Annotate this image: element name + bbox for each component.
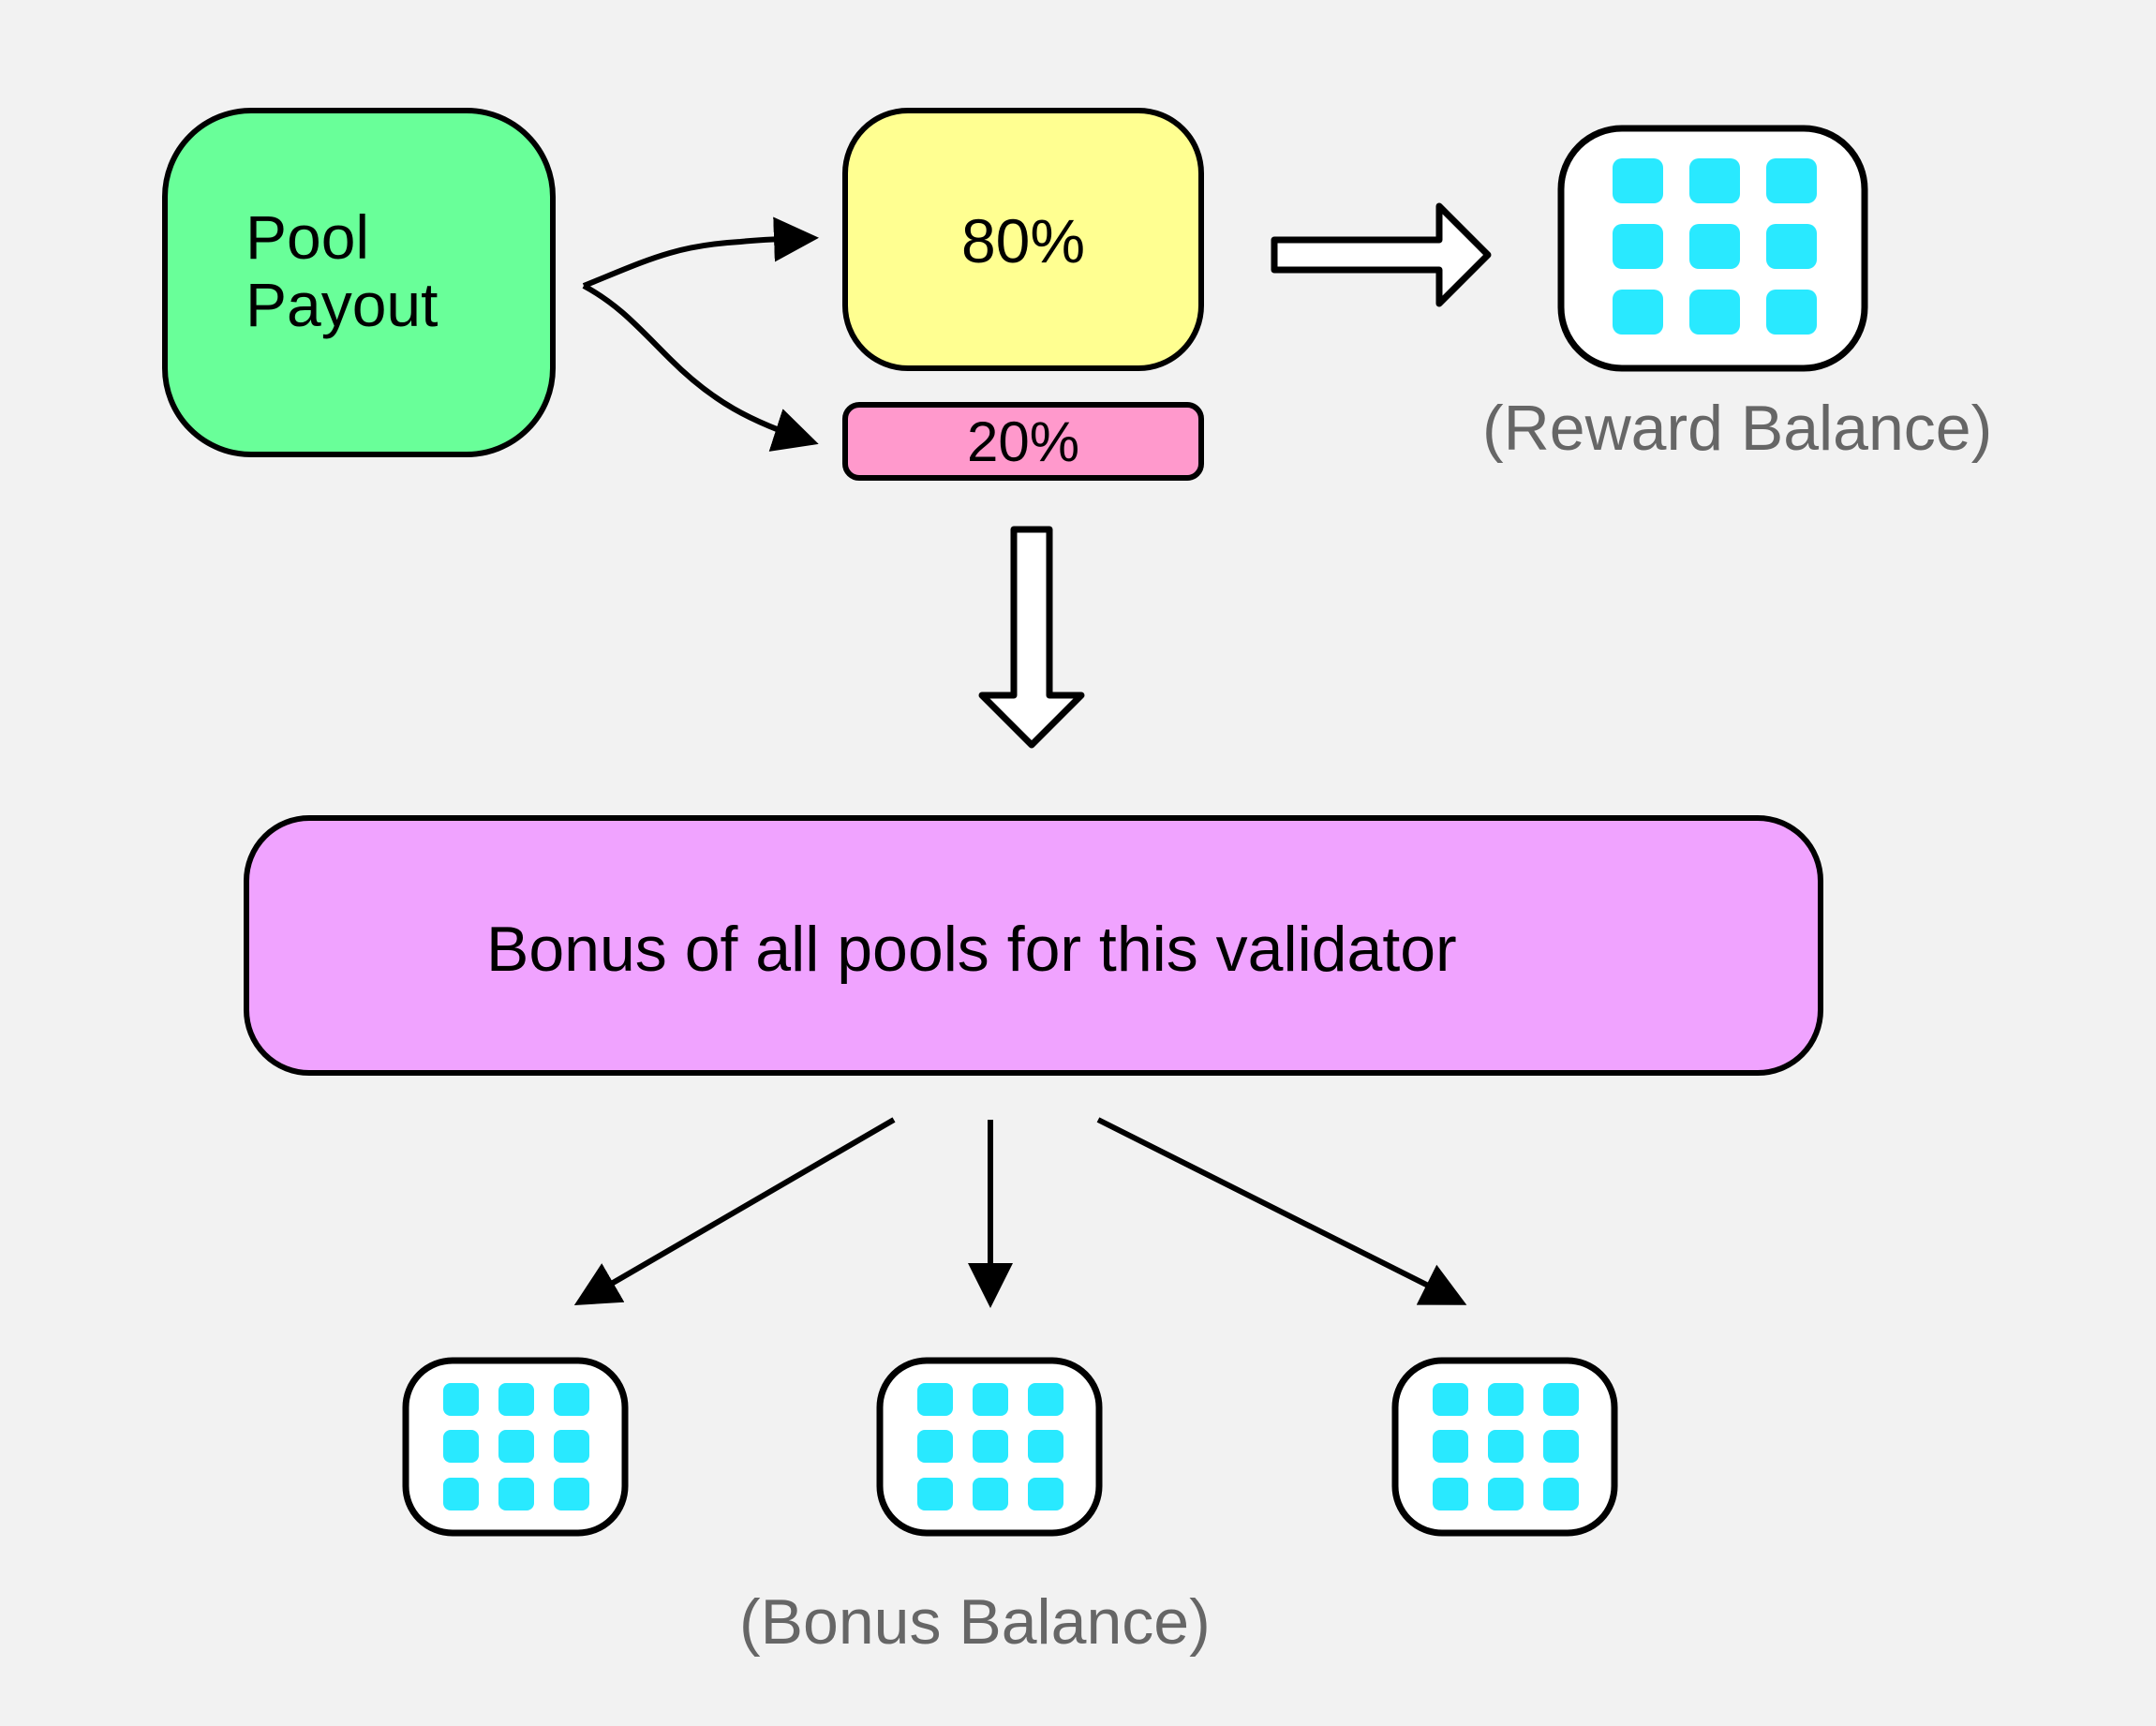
share-80-label: 80%	[960, 206, 1086, 275]
flow-arrow-down-icon	[978, 526, 1085, 749]
bonus-wallet-icon	[876, 1357, 1103, 1537]
flow-arrow-right-icon	[1271, 202, 1492, 307]
bonus-arrow-left	[573, 1117, 896, 1306]
bonus-balance-caption: (Bonus Balance)	[739, 1586, 1211, 1658]
pool-payout-label: Pool Payout	[245, 202, 439, 339]
share-20-box: 20%	[842, 402, 1204, 481]
bonus-wallet-icon	[402, 1357, 629, 1537]
pool-payout-box: Pool Payout	[162, 108, 556, 457]
split-arrow-to-80	[582, 216, 819, 289]
share-20-label: 20%	[966, 410, 1080, 473]
bonus-pool-label: Bonus of all pools for this validator	[486, 914, 1457, 985]
reward-wallet-icon	[1557, 125, 1868, 372]
share-80-box: 80%	[842, 108, 1204, 371]
bonus-pool-box: Bonus of all pools for this validator	[244, 815, 1823, 1076]
bonus-wallet-icon	[1391, 1357, 1618, 1537]
split-arrow-to-20	[582, 283, 819, 452]
bonus-arrow-right	[1096, 1117, 1467, 1305]
reward-balance-caption: (Reward Balance)	[1482, 393, 1993, 464]
